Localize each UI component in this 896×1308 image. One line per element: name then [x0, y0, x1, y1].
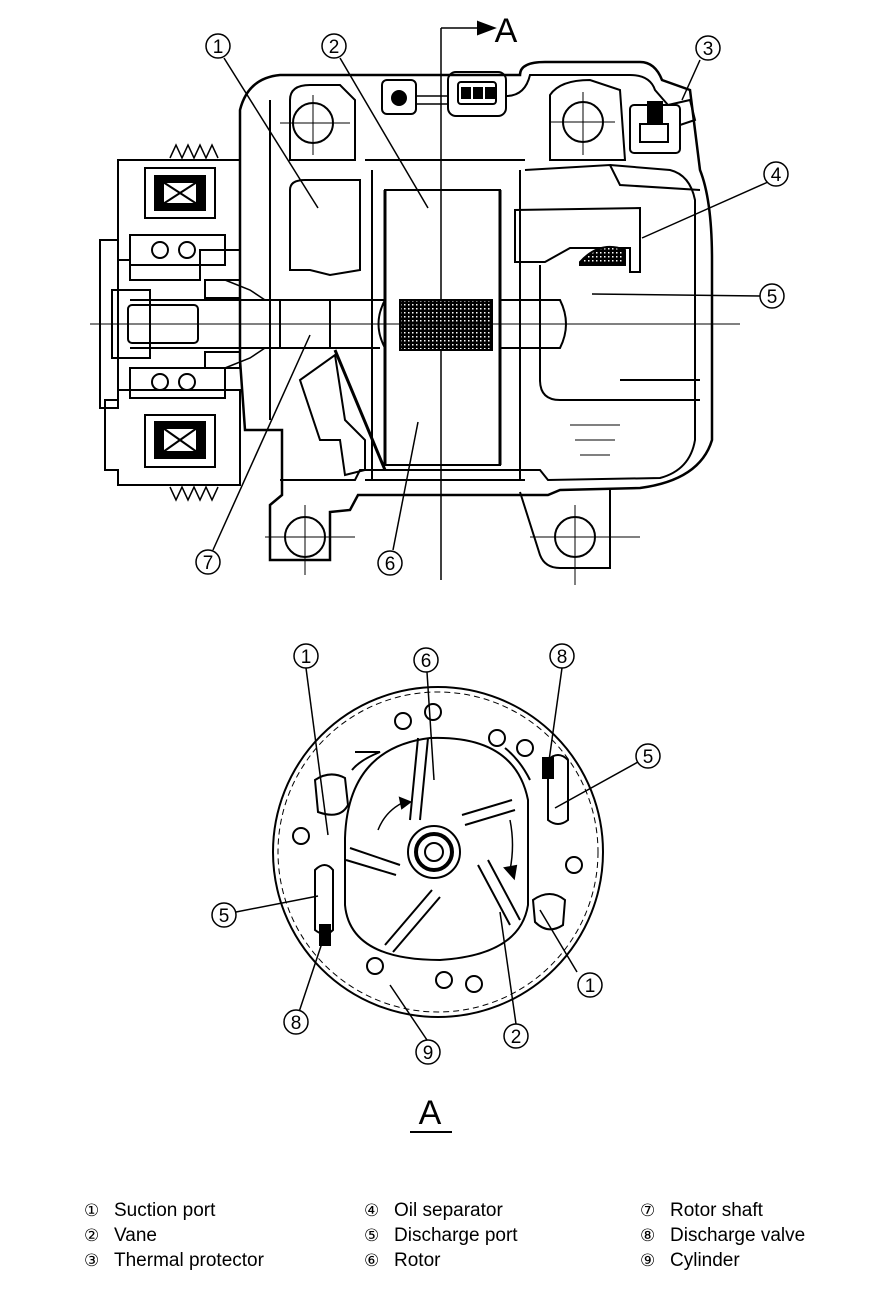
svg-text:5: 5: [643, 747, 654, 768]
legend-item: ⑨ Cylinder: [640, 1248, 805, 1273]
callout-6-bottom: 6: [413, 647, 439, 673]
svg-text:5: 5: [219, 906, 230, 927]
legend-item: ⑧ Discharge valve: [640, 1223, 805, 1248]
section-marker-top: A: [495, 12, 518, 50]
bottom-callouts: 1 6 8 5 5 1 8 2 9: [211, 643, 661, 1065]
legend-item: ① Suction port: [84, 1198, 264, 1223]
legend-number: ⑦: [640, 1200, 656, 1220]
legend-label: Cylinder: [670, 1249, 740, 1271]
callout-1-bottom-right: 1: [577, 972, 603, 998]
legend-label: Discharge valve: [670, 1224, 806, 1246]
callout-5-bottom-right: 5: [635, 743, 661, 769]
legend-number: ⑥: [364, 1250, 380, 1270]
callout-9-bottom: 9: [415, 1039, 441, 1065]
callout-4-top: 4: [763, 161, 789, 187]
section-view-a: [235, 667, 639, 1041]
callout-8-bottom-right: 8: [549, 643, 575, 669]
callout-5-bottom-left: 5: [211, 902, 237, 928]
callout-8-bottom-left: 8: [283, 1009, 309, 1035]
legend-item: ⑦ Rotor shaft: [640, 1198, 805, 1223]
callout-3-top: 3: [695, 35, 721, 61]
svg-text:8: 8: [291, 1013, 302, 1034]
legend: ① Suction port ② Vane ③ Thermal protector ④…: [84, 1198, 864, 1282]
legend-number: ⑤: [364, 1225, 380, 1245]
legend-column-3: ⑦ Rotor shaft ⑧ Discharge valve ⑨ Cylinder: [640, 1198, 805, 1273]
callout-2-bottom: 2: [503, 1023, 529, 1049]
callout-7-top: 7: [195, 549, 221, 575]
svg-text:2: 2: [511, 1027, 522, 1048]
svg-text:A: A: [419, 1094, 442, 1132]
legend-number: ⑨: [640, 1250, 656, 1270]
svg-text:6: 6: [421, 651, 432, 672]
legend-number: ②: [84, 1225, 100, 1245]
legend-label: Rotor shaft: [670, 1199, 763, 1221]
section-label-a: A: [410, 1094, 452, 1133]
top-callouts: 1 2 3 4 5 7 6: [195, 33, 789, 576]
svg-text:3: 3: [703, 39, 714, 60]
svg-text:2: 2: [329, 37, 340, 58]
svg-text:1: 1: [301, 647, 312, 668]
svg-text:6: 6: [385, 554, 396, 575]
legend-column-2: ④ Oil separator ⑤ Discharge port ⑥ Rotor: [364, 1198, 518, 1273]
svg-text:4: 4: [771, 165, 782, 186]
callout-5-top: 5: [759, 283, 785, 309]
legend-number: ③: [84, 1250, 100, 1270]
legend-number: ①: [84, 1200, 100, 1220]
legend-item: ② Vane: [84, 1223, 264, 1248]
legend-item: ⑥ Rotor: [364, 1248, 518, 1273]
compressor-cross-section: [90, 20, 769, 585]
svg-text:5: 5: [767, 287, 778, 308]
legend-item: ④ Oil separator: [364, 1198, 518, 1223]
legend-number: ⑧: [640, 1225, 656, 1245]
legend-label: Rotor: [394, 1249, 441, 1271]
legend-label: Vane: [114, 1224, 157, 1246]
callout-1-top: 1: [205, 33, 231, 59]
svg-text:9: 9: [423, 1043, 434, 1064]
legend-item: ③ Thermal protector: [84, 1248, 264, 1273]
svg-text:8: 8: [557, 647, 568, 668]
legend-number: ④: [364, 1200, 380, 1220]
svg-text:1: 1: [213, 37, 224, 58]
callout-6-top: 6: [377, 550, 403, 576]
callout-1-bottom-left: 1: [293, 643, 319, 669]
callout-2-top: 2: [321, 33, 347, 59]
svg-text:7: 7: [203, 553, 214, 574]
legend-column-1: ① Suction port ② Vane ③ Thermal protector: [84, 1198, 264, 1273]
legend-item: ⑤ Discharge port: [364, 1223, 518, 1248]
legend-label: Thermal protector: [114, 1249, 264, 1271]
svg-text:1: 1: [585, 976, 596, 997]
legend-label: Suction port: [114, 1199, 216, 1221]
legend-label: Oil separator: [394, 1199, 503, 1221]
legend-label: Discharge port: [394, 1224, 518, 1246]
